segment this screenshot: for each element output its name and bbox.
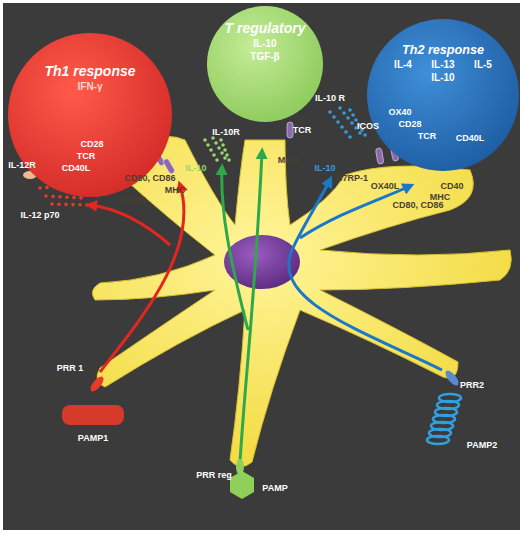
th2-cell: Th2 responseIL-4IL-13IL-5IL-10 [367,19,519,171]
cytokine-dot [72,196,76,200]
cytokine-dot [209,148,213,152]
receptor [375,148,384,165]
receptor [162,158,175,175]
cytokine-dot [215,158,219,162]
cytokine-dot [336,120,340,124]
cytokine-dot [85,203,89,207]
pattern-label: PRR2 [460,381,484,390]
cytokine-dot [363,133,367,137]
cytokine-dot [211,136,215,140]
cytokine-dot [346,116,350,120]
treg-cell: T regulatoryIL-10TGF-β [207,6,323,122]
receptor-label: IL-10R [212,128,240,137]
cytokine-dot [64,203,68,207]
cytokine-dot [358,131,362,135]
molecule-label: MHC [278,156,299,165]
cytokine-dot [221,143,225,147]
cytokine-dot [71,203,75,207]
molecule-label: CD80, CD86 [124,174,175,183]
receptor-label: CD28 [398,120,421,129]
dendritic-cell [92,137,511,467]
prr2 [443,369,461,388]
receptor-label: CD40L [456,134,485,143]
cytokine-dot [220,151,224,155]
cell-title: Th2 response [367,43,519,57]
pamp-hexagon [230,471,254,499]
receptor [287,122,293,138]
molecule-label: IL-10 [314,164,335,173]
cytokine-name: IL-13 [423,59,463,70]
receptor-label: OX40 [388,108,411,117]
cytokine-name: TGF-β [250,51,279,62]
cytokine-dot [78,203,82,207]
molecule-label: IL-12 p70 [20,211,59,220]
cytokine-dot [338,106,342,110]
cytokine-dot [79,196,83,200]
receptor-label: IL-10 R [315,94,345,103]
prr1 [88,375,106,394]
cytokine-dot [342,111,346,115]
molecule-label: CD80, CD86 [392,201,443,210]
cytokine-dot [217,146,221,150]
cytokine-name: IL-4 [383,59,423,70]
cytokine-dot [219,138,223,142]
pattern-label: PRR reg [196,471,232,480]
cytokine-dot [50,202,54,206]
cell-title: T regulatory [225,20,306,36]
molecule-label: CD40 [440,182,463,191]
signal-arrow [222,168,248,330]
cytokine-dot [212,153,216,157]
cytokine-dot [223,148,227,152]
pamp1-shape [62,405,124,425]
molecule-label: MHC [165,186,186,195]
pattern-label: PAMP [262,484,287,493]
cytokine-dot [344,130,348,134]
pattern-label: PRR 1 [57,364,84,373]
cytokine-dot [38,186,42,190]
cytokine-dot [57,202,61,206]
cytokine-dot [206,143,210,147]
receptor-label: TCR [77,152,96,161]
cytokine-dot [348,135,352,139]
receptor-label: TCR [293,126,312,135]
pattern-label: PAMP1 [78,434,108,443]
cytokine-dot [44,194,48,198]
cytokine-name: IFN-γ [78,81,103,92]
cytokine-dot [65,195,69,199]
background-panel [3,3,520,530]
cytokine-dot [51,195,55,199]
receptor-label: IL-12R [8,161,36,170]
receptor-label: ICOS [357,122,379,131]
pamp2-coil [427,436,449,444]
signal-arrow [300,186,410,238]
receptor-label: TCR [418,132,437,141]
cytokine-name: IL-5 [463,59,503,70]
cytokine-dot [203,138,207,142]
cytokine-dot [350,121,354,125]
pattern-label: PAMP2 [467,441,497,450]
cytokine-dot [328,110,332,114]
cytokine-dot [214,141,218,145]
cytokine-dot [58,195,62,199]
cytokine-dot [348,108,352,112]
receptor-label: CD28 [80,140,103,149]
molecule-label: CD40 [123,196,146,205]
cytokine-dot [340,125,344,129]
cytokine-dot [332,115,336,119]
cytokine-name: IL-10 [253,38,276,49]
cytokine-dot [225,153,229,157]
molecule-label: B7RP-1 [336,174,368,183]
cytokine-name: IL-10 [423,72,463,83]
cell-title: Th1 response [44,63,135,79]
molecule-label: OX40L [371,182,400,191]
receptor-label: CD40L [62,164,91,173]
signal-arrow [90,205,170,245]
cytokine-dot [227,158,231,162]
cytokine-dot [223,156,227,160]
signal-arrow [100,185,184,372]
molecule-label: IL-10 [185,164,206,173]
cytokine-dot [351,113,355,117]
